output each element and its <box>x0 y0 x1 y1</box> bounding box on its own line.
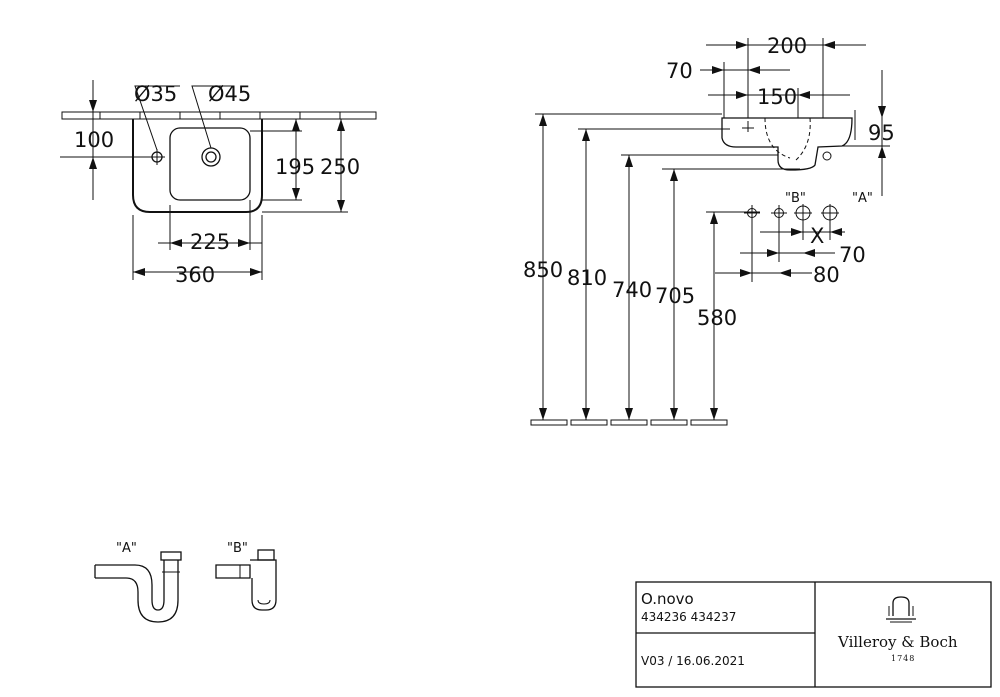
hole-small-label: Ø35 <box>134 82 177 106</box>
dim-200: 200 <box>706 34 866 118</box>
drain-hole-45 <box>201 147 221 167</box>
dim-70-top: 70 <box>666 59 790 118</box>
brand-year: 1748 <box>891 654 915 663</box>
brand-name: Villeroy & Boch <box>837 633 958 651</box>
villeroy-boch-logo: Villeroy & Boch 1748 <box>837 596 958 663</box>
title-block: O.novo 434236 434237 V03 / 16.06.2021 Vi… <box>635 581 992 688</box>
dim-850-text: 850 <box>523 258 563 282</box>
plan-wall <box>61 111 377 120</box>
plan-view: Ø35 Ø45 100 195 250 <box>60 80 377 287</box>
basin-bowl <box>169 127 251 201</box>
dim-95-text: 95 <box>868 121 895 145</box>
dim-225-text: 225 <box>190 230 230 254</box>
dim-80: 80 <box>715 220 840 287</box>
siphon-b: "B" <box>215 541 277 611</box>
dim-70-bottom-text: 70 <box>839 243 866 267</box>
dim-100: 100 <box>60 80 152 200</box>
side-label-a: "A" <box>852 191 873 206</box>
dim-150-text: 150 <box>757 85 797 109</box>
dim-250-text: 250 <box>320 155 360 179</box>
dim-705: 705 <box>655 169 695 420</box>
dim-225: 225 <box>158 200 262 254</box>
dim-360-text: 360 <box>175 263 215 287</box>
dim-705-text: 705 <box>655 284 695 308</box>
dim-850: 850 <box>523 114 563 420</box>
version-date: V03 / 16.06.2021 <box>641 654 745 668</box>
dim-740: 740 <box>612 155 652 420</box>
basin-section <box>721 117 853 171</box>
basin-outline <box>132 119 263 213</box>
dim-195-text: 195 <box>275 155 315 179</box>
dim-810-text: 810 <box>567 266 607 290</box>
siphon-a-label: "A" <box>116 541 137 556</box>
dim-580-text: 580 <box>697 306 737 330</box>
dim-740-text: 740 <box>612 278 652 302</box>
dim-810: 810 <box>567 129 607 420</box>
dim-70-bottom: 70 <box>740 220 866 267</box>
side-label-b: "B" <box>785 191 806 206</box>
dim-80-text: 80 <box>813 263 840 287</box>
connection-symbols <box>744 204 839 222</box>
dim-150: 150 <box>708 85 850 118</box>
hole-large-label: Ø45 <box>208 82 251 106</box>
floor <box>530 419 728 426</box>
dim-x: X <box>760 220 845 248</box>
side-view: 200 70 150 95 <box>523 34 895 426</box>
article-numbers: 434236 434237 <box>641 610 736 624</box>
dim-360: 360 <box>132 215 263 287</box>
product-name: O.novo <box>641 590 694 608</box>
dim-x-text: X <box>810 224 824 248</box>
dim-580: 580 <box>697 212 737 420</box>
dim-95: 95 <box>842 70 895 196</box>
siphon-a: "A" <box>94 541 182 623</box>
dim-100-text: 100 <box>74 128 114 152</box>
dim-70-top-text: 70 <box>666 59 693 83</box>
dim-200-text: 200 <box>767 34 807 58</box>
siphon-b-label: "B" <box>227 541 248 556</box>
dim-195-250: 195 250 <box>250 119 360 213</box>
